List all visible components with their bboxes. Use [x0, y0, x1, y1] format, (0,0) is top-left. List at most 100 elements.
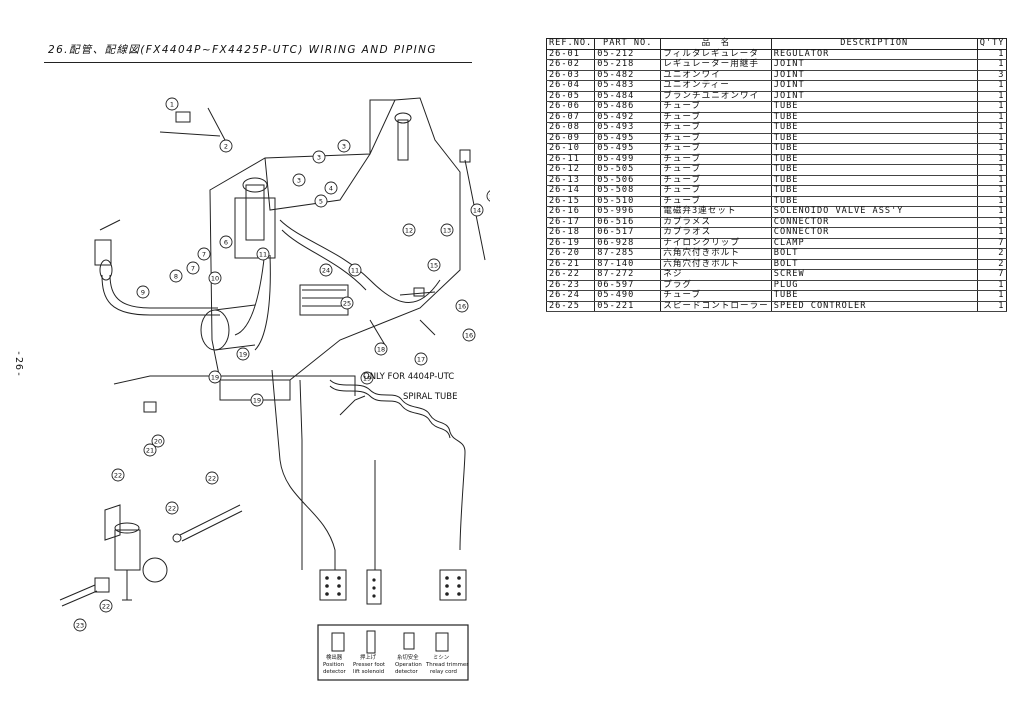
callout-number: 2	[224, 142, 228, 150]
cell-description: TUBE	[770, 154, 978, 165]
cell-jp-name: 六角穴付きボルト	[660, 248, 772, 260]
cell-qty: 7	[976, 238, 1008, 249]
cell-qty: 1	[976, 143, 1008, 155]
callout-number: 8	[174, 272, 178, 280]
connector-legend-captions: 検出器 Position detector 押上げ Presser foot l…	[323, 653, 469, 675]
note-box	[113, 375, 356, 396]
cell-ref: 26-22	[545, 269, 596, 281]
callout-number-layer: 1233345677891011111213141515161617181919…	[76, 100, 490, 629]
callout-number: 3	[297, 176, 301, 184]
cell-part-no: 05-218	[594, 59, 662, 71]
cell-description: TUBE	[770, 185, 978, 197]
cell-jp-name: カプラメス	[660, 217, 772, 228]
connector-caption-en2: detector	[395, 669, 419, 675]
connector-caption-en2: relay cord	[430, 669, 457, 675]
machine-body-outline	[209, 97, 461, 381]
cell-jp-name: チューブ	[660, 122, 772, 134]
cell-ref: 26-17	[545, 217, 596, 228]
cell-description: TUBE	[770, 164, 978, 176]
cell-jp-name: チューブ	[660, 112, 772, 123]
page-number: -26-	[13, 350, 24, 379]
spiral-tube	[329, 379, 466, 551]
cell-jp-name: レギュレーター用継手	[660, 59, 772, 71]
callout-number: 13	[443, 226, 451, 234]
callout-number: 1	[170, 100, 174, 108]
cell-description: REGULATOR	[770, 49, 978, 60]
cell-description: SCREW	[770, 269, 978, 281]
cell-jp-name: チューブ	[660, 164, 772, 176]
connector-caption-en2: detector	[323, 669, 347, 675]
connector-caption-jp: 検出器	[326, 653, 343, 661]
cell-ref: 26-04	[545, 80, 596, 92]
cell-qty: 2	[976, 248, 1008, 260]
cell-qty: 1	[976, 154, 1008, 165]
page-title: 26.配管、配線図(FX4404P~FX4425P-UTC) WIRING AN…	[48, 44, 437, 56]
callout-balloons	[73, 97, 490, 632]
cell-jp-name: 六角穴付きボルト	[660, 259, 772, 270]
cell-jp-name: チューブ	[660, 133, 772, 144]
cell-qty: 1	[976, 227, 1008, 239]
cell-part-no: 05-499	[594, 154, 662, 165]
cell-jp-name: ユニオンワイ	[660, 70, 772, 81]
cell-qty: 1	[976, 80, 1008, 92]
cell-ref: 26-18	[545, 227, 596, 239]
cell-jp-name: チューブ	[660, 143, 772, 155]
cell-ref: 26-07	[545, 112, 596, 123]
connector-caption-jp: ミシン	[433, 655, 449, 661]
connector-caption-jp: 糸切安全	[397, 653, 419, 661]
cell-part-no: 05-486	[594, 101, 662, 113]
cell-qty: 1	[976, 175, 1008, 186]
connector-caption-en2: lift solenoid	[353, 669, 384, 675]
callout-number: 21	[146, 446, 154, 454]
cell-part-no: 05-490	[594, 290, 662, 302]
cell-part-no: 06-517	[594, 227, 662, 239]
callout-number: 7	[191, 264, 195, 272]
callout-number: 6	[224, 238, 228, 246]
cell-ref: 26-24	[545, 290, 596, 302]
cell-ref: 26-19	[545, 238, 596, 249]
callout-number: 20	[154, 437, 162, 445]
table-header-row: REF.NO. PART NO. 品 名 DESCRIPTION Q'TY	[545, 38, 1008, 50]
cell-jp-name: チューブ	[660, 175, 772, 186]
cell-part-no: 05-483	[594, 80, 662, 92]
cell-qty: 1	[976, 122, 1008, 134]
cell-part-no: 05-495	[594, 143, 662, 155]
cell-jp-name: ナイロンクリップ	[660, 238, 772, 249]
cell-ref: 26-21	[545, 259, 596, 270]
cell-ref: 26-15	[545, 196, 596, 207]
cell-description: CLAMP	[770, 238, 978, 249]
cell-qty: 1	[976, 196, 1008, 207]
cell-ref: 26-14	[545, 185, 596, 197]
cell-part-no: 87-285	[594, 248, 662, 260]
cell-part-no: 05-482	[594, 70, 662, 81]
cell-part-no: 05-510	[594, 196, 662, 207]
cell-qty: 1	[976, 217, 1008, 228]
cell-description: SPEED CONTROLER	[770, 301, 978, 312]
connector-caption-en1: Presser foot	[353, 662, 385, 668]
cell-qty: 1	[976, 59, 1008, 71]
cell-description: TUBE	[770, 175, 978, 186]
cell-ref: 26-02	[545, 59, 596, 71]
callout-number: 22	[114, 471, 122, 479]
callout-number: 12	[405, 226, 413, 234]
callout-number: 11	[259, 250, 267, 258]
cell-qty: 1	[976, 91, 1008, 102]
cell-description: JOINT	[770, 70, 978, 81]
cell-qty: 1	[976, 185, 1008, 197]
cell-jp-name: ユニオンティー	[660, 80, 772, 92]
callout-number: 19	[253, 396, 261, 404]
cell-qty: 1	[976, 290, 1008, 302]
connector-caption-jp: 押上げ	[360, 653, 377, 661]
cell-jp-name: チューブ	[660, 196, 772, 207]
cell-description: BOLT	[770, 248, 978, 260]
